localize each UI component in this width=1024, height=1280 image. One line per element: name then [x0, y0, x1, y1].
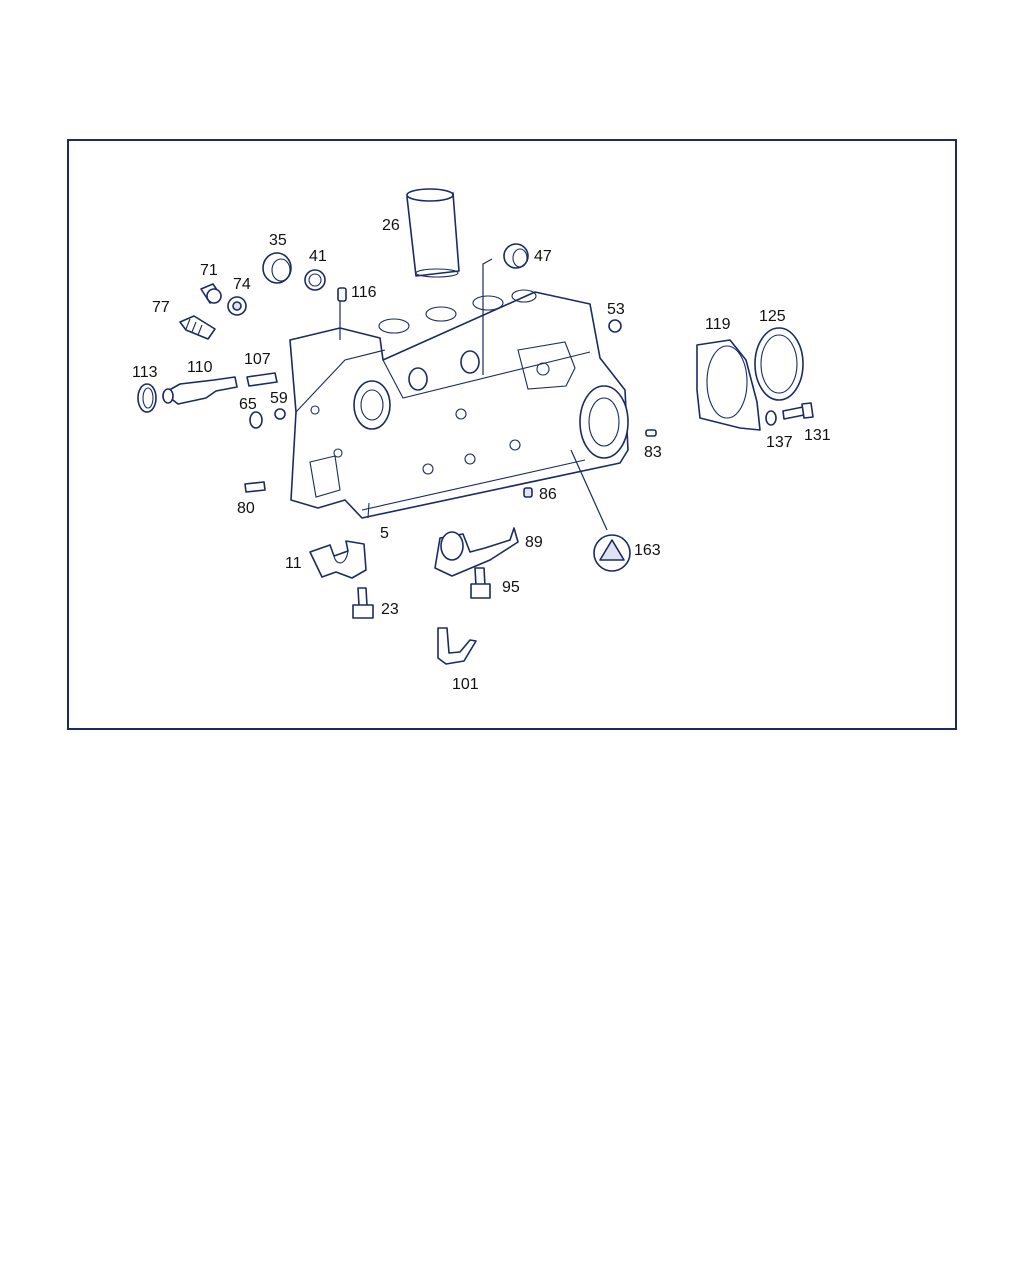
callout-11: 11 [285, 555, 302, 572]
callout-77: 77 [152, 299, 170, 316]
part-110-shaft[interactable] [162, 376, 238, 405]
part-125-seal[interactable] [754, 327, 804, 401]
callout-59: 59 [270, 390, 288, 407]
callout-137: 137 [766, 434, 793, 451]
part-101-sensor[interactable] [437, 627, 477, 665]
part-80-dowel[interactable] [244, 481, 266, 493]
part-41-ring[interactable] [304, 269, 326, 291]
callout-5: 5 [380, 525, 389, 542]
part-59-ball[interactable] [274, 408, 286, 420]
callout-80: 80 [237, 500, 255, 517]
callout-74: 74 [233, 276, 251, 293]
callout-35: 35 [269, 232, 287, 249]
part-74-seal-ring[interactable] [227, 296, 247, 316]
part-86-plug[interactable] [523, 487, 533, 498]
part-131-bolt[interactable] [782, 402, 814, 420]
part-53-plug[interactable] [608, 319, 622, 333]
part-77-sensor[interactable] [179, 315, 216, 340]
callout-89: 89 [525, 534, 543, 551]
part-119-rear-cover[interactable] [696, 339, 761, 431]
part-95-bolt[interactable] [470, 567, 491, 599]
part-11-bearing-cap[interactable] [309, 540, 367, 579]
callout-26: 26 [382, 217, 400, 234]
callout-83: 83 [644, 444, 662, 461]
callout-125: 125 [759, 308, 786, 325]
callout-53: 53 [607, 301, 625, 318]
callout-41: 41 [309, 248, 327, 265]
callout-119: 119 [705, 316, 731, 333]
callout-47: 47 [534, 248, 552, 265]
part-107-pin[interactable] [246, 372, 278, 387]
callout-113: 113 [132, 364, 158, 381]
part-65-plug[interactable] [249, 411, 263, 429]
part-83-pin[interactable] [645, 429, 657, 437]
callout-65: 65 [239, 396, 257, 413]
callout-23: 23 [381, 601, 399, 618]
part-113-o-ring[interactable] [137, 383, 157, 413]
callout-110: 110 [187, 359, 213, 376]
part-5-engine-block[interactable] [289, 289, 629, 519]
part-35-cap[interactable] [262, 252, 292, 284]
callout-86: 86 [539, 486, 557, 503]
callout-labels: 26 35 41 47 71 74 77 116 53 119 125 113 … [132, 217, 831, 693]
part-137-washer[interactable] [765, 410, 777, 426]
part-23-bolt[interactable] [352, 587, 374, 619]
part-116-dowel[interactable] [337, 287, 347, 302]
part-89-oil-nozzle[interactable] [434, 527, 519, 577]
callout-131: 131 [804, 427, 831, 444]
callout-71: 71 [200, 262, 218, 279]
callout-163: 163 [634, 542, 661, 559]
part-163-plate[interactable] [593, 534, 631, 572]
part-26-cylinder-liner[interactable] [406, 188, 460, 278]
callout-107: 107 [244, 351, 271, 368]
part-47-plug[interactable] [503, 243, 529, 269]
callout-101: 101 [452, 676, 479, 693]
part-71-plug[interactable] [200, 283, 222, 304]
leader-lines [339, 258, 608, 531]
callout-116: 116 [351, 284, 377, 301]
callout-95: 95 [502, 579, 520, 596]
